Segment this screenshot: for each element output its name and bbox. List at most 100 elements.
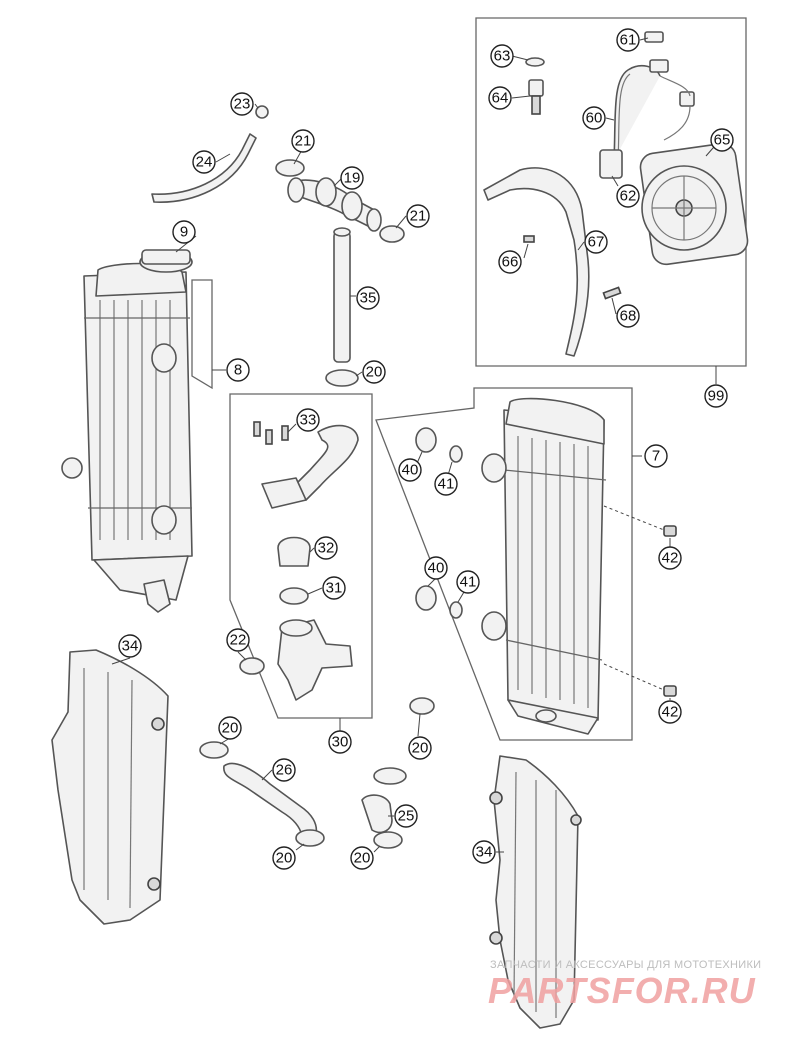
svg-text:21: 21 [410,208,427,225]
callout-68: 68 [616,304,640,328]
clamp-part [255,105,269,119]
svg-text:23: 23 [234,96,251,113]
callout-99: 99 [704,384,728,408]
right-radiator-part [481,397,607,735]
callout-32: 32 [314,536,338,560]
callout-21: 21 [291,129,315,153]
svg-text:20: 20 [354,850,371,867]
callout-34: 34 [118,634,142,658]
clamp-part [325,369,359,387]
svg-text:35: 35 [360,290,377,307]
svg-text:67: 67 [588,234,605,251]
callout-33: 33 [296,408,320,432]
svg-text:41: 41 [438,476,455,493]
callout-8: 8 [226,358,250,382]
thermostat-kit-frame [229,393,373,719]
svg-text:21: 21 [295,133,312,150]
clamp-part [239,657,265,675]
svg-text:30: 30 [332,734,349,751]
thermostat-housing-part [287,177,382,232]
clamp-part [373,831,403,849]
left-radiator-part [61,262,193,613]
callout-31: 31 [322,576,346,600]
lower-hose-part [223,762,318,837]
svg-text:34: 34 [122,638,139,655]
svg-text:64: 64 [492,90,509,107]
svg-text:60: 60 [586,110,603,127]
svg-text:20: 20 [412,740,429,757]
svg-text:34: 34 [476,844,493,861]
svg-text:62: 62 [620,188,637,205]
callout-62: 62 [616,184,640,208]
svg-text:63: 63 [494,48,511,65]
callout-67: 67 [584,230,608,254]
svg-text:26: 26 [276,762,293,779]
callout-20e: 20 [350,846,374,870]
screw-part [523,235,535,243]
thermo-switch-part [525,57,545,115]
svg-text:33: 33 [300,412,317,429]
svg-text:8: 8 [234,362,242,379]
callout-41b: 41 [456,570,480,594]
callout-61: 61 [616,28,640,52]
callout-60: 60 [582,106,606,130]
svg-text:25: 25 [398,808,415,825]
svg-text:41: 41 [460,574,477,591]
bolt-part [663,685,677,697]
fan-bracket-part [483,167,590,357]
svg-text:7: 7 [652,448,660,465]
callout-24: 24 [192,150,216,174]
breather-hose-part [151,133,257,203]
lower-hose-part [361,794,393,834]
svg-text:20: 20 [366,364,383,381]
svg-text:42: 42 [662,704,679,721]
callout-66: 66 [498,250,522,274]
clamp-part [373,767,407,785]
clamp-part [275,159,305,177]
svg-text:68: 68 [620,308,637,325]
left-radiator-frame [191,279,213,390]
right-radiator-frame [375,387,633,741]
callout-19: 19 [340,166,364,190]
radiator-cap-part [139,249,193,273]
callout-23: 23 [230,92,254,116]
screw-part [602,286,622,300]
svg-text:42: 42 [662,550,679,567]
callout-20: 20 [362,360,386,384]
callout-42: 42 [658,546,682,570]
callout-41: 41 [434,472,458,496]
clamp-part [379,225,405,243]
thermostat-kit-parts [253,421,359,701]
svg-text:61: 61 [620,32,637,49]
radiator-fan-part [639,142,749,266]
callout-21b: 21 [406,204,430,228]
rubber-grommet-part [415,585,437,611]
svg-text:32: 32 [318,540,335,557]
coolant-pipe-part [333,227,351,363]
clamp-part [199,741,229,759]
watermark-brand: PARTSFOR.RU [488,970,756,1011]
callout-30: 30 [328,730,352,754]
callout-26: 26 [272,758,296,782]
callout-40b: 40 [424,556,448,580]
callout-40: 40 [398,458,422,482]
right-radiator-shroud-part [489,755,582,1029]
callout-35: 35 [356,286,380,310]
callout-25: 25 [394,804,418,828]
clamp-part [409,697,435,715]
svg-text:22: 22 [230,632,247,649]
bolt-part [663,525,677,537]
callout-64: 64 [488,86,512,110]
rubber-grommet-part [415,427,437,453]
svg-text:20: 20 [222,720,239,737]
leader-lines [111,37,721,853]
callout-65: 65 [710,128,734,152]
callout-7: 7 [644,444,668,468]
callout-20b: 20 [218,716,242,740]
washer-part [449,601,463,619]
svg-text:99: 99 [708,388,725,405]
svg-text:31: 31 [326,580,343,597]
watermark-caption: ЗАПЧАСТИ И АКСЕССУАРЫ ДЛЯ МОТОТЕХНИКИ [490,959,762,971]
